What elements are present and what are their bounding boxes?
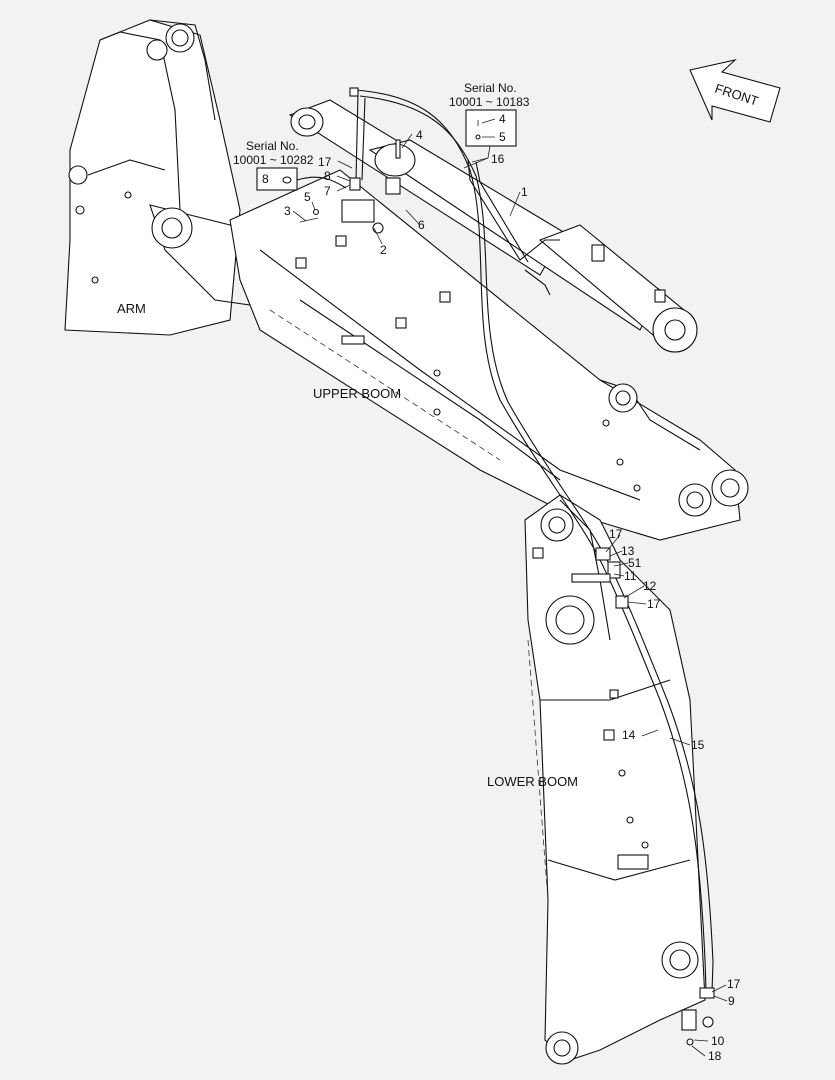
lower-boom-structure [524,494,706,1065]
callout-18: 18 [708,1049,722,1063]
front-direction-indicator: FRONT [689,59,781,123]
serial-note-title: Serial No. [464,81,517,95]
callout-9: 9 [728,994,735,1008]
serial-note-title: Serial No. [246,139,299,153]
hydraulic-hoses [354,89,714,993]
callout-5: 5 [304,190,311,204]
upper-boom-label: UPPER BOOM [313,386,401,401]
callout-17: 17 [318,155,332,169]
callout-17: 17 [647,597,661,611]
callout-11: 11 [624,569,637,583]
callout-numbers: 1 2 3 4 5 6 7 8 17 16 17 13 51 11 12 17 … [284,128,741,1063]
callout-12: 12 [643,579,657,593]
callout-13: 13 [621,544,635,558]
serial-note-upper: Serial No. 10001 ~ 10183 4 5 [449,81,530,169]
serial-note-range: 10001 ~ 10183 [449,95,530,109]
serial-note-range: 10001 ~ 10282 [233,153,314,167]
callout-51: 51 [628,556,642,570]
section-labels: ARM UPPER BOOM LOWER BOOM [117,301,578,789]
callout-4: 4 [416,128,423,142]
serial-note-item: 4 [499,112,506,126]
callout-17: 17 [609,527,623,541]
callout-7: 7 [324,184,331,198]
arm-label: ARM [117,301,146,316]
callout-leaders [292,133,728,1057]
callout-14: 14 [622,728,636,742]
callout-1: 1 [521,185,528,199]
serial-note-item: 8 [262,172,269,186]
callout-2: 2 [380,243,387,257]
callout-10: 10 [711,1034,725,1048]
callout-16: 16 [491,152,505,166]
lower-boom-label: LOWER BOOM [487,774,578,789]
callout-15: 15 [691,738,705,752]
boom-cylinder [288,99,698,353]
hose-fittings [299,87,715,1046]
upper-boom-structure [229,169,749,541]
callout-17: 17 [727,977,741,991]
callout-3: 3 [284,204,291,218]
serial-note-item: 5 [499,130,506,144]
callout-6: 6 [418,218,425,232]
arm-structure [64,19,261,336]
serial-note-lower: Serial No. 10001 ~ 10282 8 [233,139,347,191]
callout-8: 8 [324,169,331,183]
